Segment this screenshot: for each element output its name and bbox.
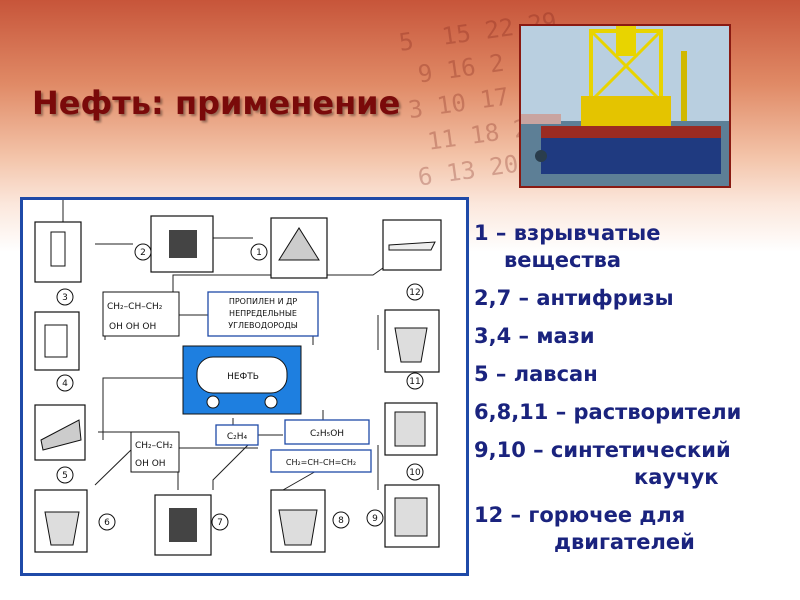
legend-item-6: 9,10 – синтетический каучук xyxy=(474,438,731,489)
legend-item-7: 12 – горючее для двигателей xyxy=(474,503,695,554)
number-12: 12 xyxy=(409,288,420,298)
legend-list: 1 – взрывчатые вещества 2,7 – антифризы … xyxy=(474,220,796,567)
number-8: 8 xyxy=(338,516,344,526)
slide-title: Нефть: применение xyxy=(32,84,401,122)
oil-tank-label: НЕФТЬ xyxy=(227,372,259,382)
number-5: 5 xyxy=(62,471,68,481)
number-11: 11 xyxy=(409,377,420,387)
number-3: 3 xyxy=(62,293,68,303)
number-6: 6 xyxy=(104,518,110,528)
oil-platform-photo xyxy=(519,24,731,188)
number-9: 9 xyxy=(372,514,378,524)
legend-item-5: 6,8,11 – растворители xyxy=(474,400,742,424)
legend-item-2: 2,7 – антифризы xyxy=(474,286,674,310)
butadiene-formula: CH₂=CH–CH=CH₂ xyxy=(286,458,356,467)
glycerol-formula-bottom: OH OH OH xyxy=(109,322,156,332)
hydrocarbons-line2: НЕПРЕДЕЛЬНЫЕ xyxy=(229,309,297,318)
ethylene-formula: C₂H₄ xyxy=(227,432,248,442)
glycerol-formula-top: CH₂–CH–CH₂ xyxy=(107,302,163,312)
glycol-formula-bottom: OH OH xyxy=(135,459,166,469)
glycol-formula-top: CH₂–CH₂ xyxy=(135,441,173,451)
hydrocarbons-line3: УГЛЕВОДОРОДЫ xyxy=(228,321,298,330)
number-4: 4 xyxy=(62,379,68,389)
oil-uses-diagram: 1 2 3 4 5 6 7 8 9 10 11 12 CH₂–CH–CH₂ OH… xyxy=(20,197,469,576)
legend-item-1: 1 – взрывчатые вещества xyxy=(474,221,661,272)
number-1: 1 xyxy=(256,248,262,258)
number-2: 2 xyxy=(140,248,146,258)
hydrocarbons-line1: ПРОПИЛЕН И ДР xyxy=(229,297,298,306)
ethanol-formula: C₂H₅OH xyxy=(310,429,344,439)
legend-item-3: 3,4 – мази xyxy=(474,324,595,348)
legend-item-4: 5 – лавсан xyxy=(474,362,598,386)
number-10: 10 xyxy=(409,468,421,478)
number-7: 7 xyxy=(217,518,223,528)
